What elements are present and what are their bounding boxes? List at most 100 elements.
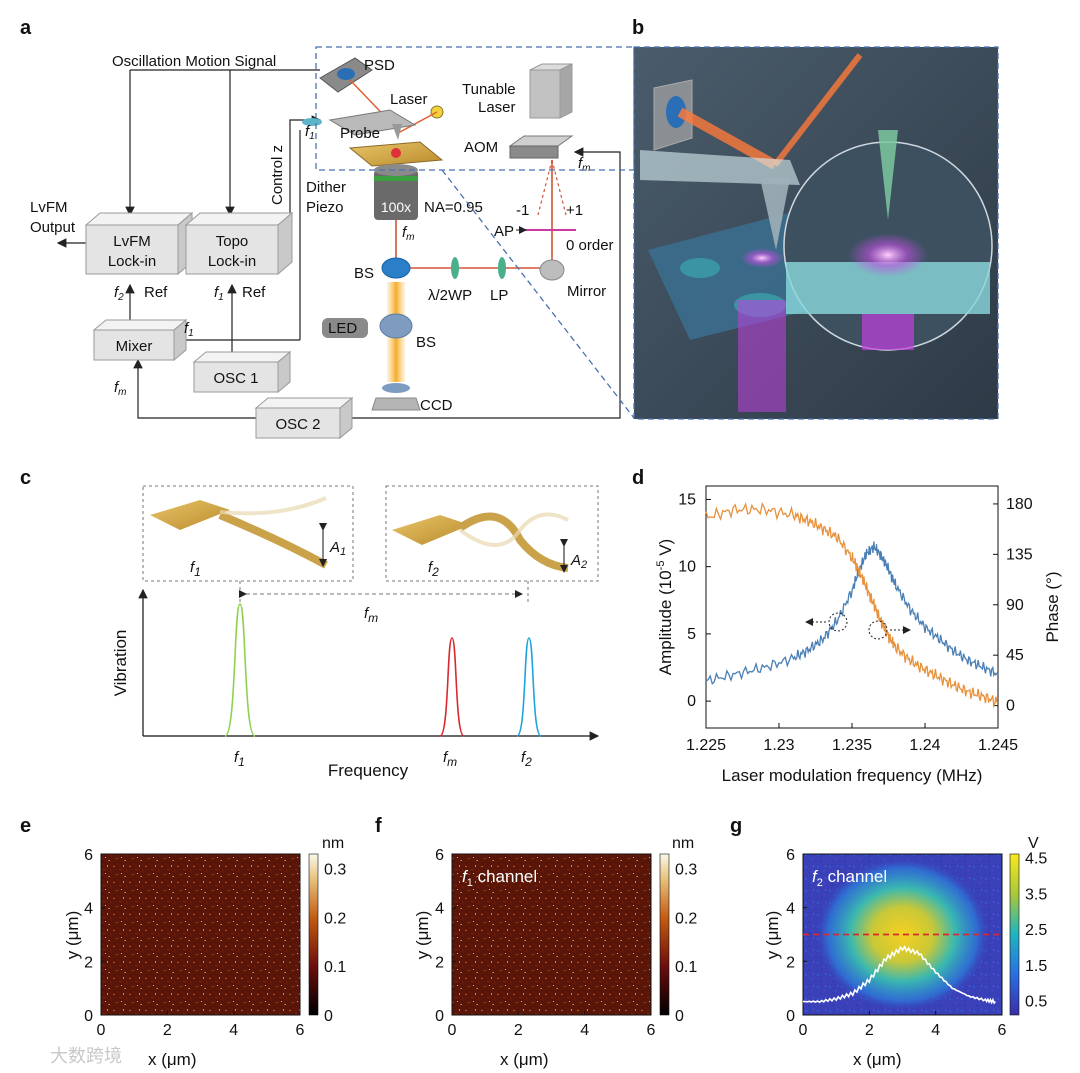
plot-d-frame bbox=[705, 485, 999, 729]
aom-label: AOM bbox=[464, 139, 498, 156]
f-ylabel: y (μm) bbox=[413, 911, 432, 960]
d-ytick-left-label: 15 bbox=[678, 491, 696, 508]
colorbar-tick-label: 0 bbox=[675, 1008, 684, 1025]
g-ylabel: y (μm) bbox=[763, 911, 782, 960]
polarizer-icon bbox=[498, 257, 506, 279]
ccd-label: CCD bbox=[420, 397, 453, 414]
xtick-label: 4 bbox=[229, 1022, 238, 1039]
xtick-label: 2 bbox=[865, 1022, 874, 1039]
panel-label-a: a bbox=[20, 17, 32, 39]
tip-render bbox=[760, 178, 790, 250]
lp-label: LP bbox=[490, 287, 508, 304]
ytick-label: 4 bbox=[786, 901, 795, 918]
amplitude-series-line bbox=[705, 541, 999, 686]
lvfm-output-label-2: Output bbox=[30, 219, 76, 236]
colorbar-tick-label: 2.5 bbox=[1025, 922, 1047, 939]
ytick-label: 0 bbox=[435, 1008, 444, 1025]
piezo-label: Piezo bbox=[306, 199, 344, 216]
colorbar-tick-label: 3.5 bbox=[1025, 886, 1047, 903]
ytick-label: 4 bbox=[84, 901, 93, 918]
fm-span-label: fm bbox=[364, 605, 378, 625]
colorbar-tick-label: 0.2 bbox=[675, 910, 697, 927]
cantilever-base-1 bbox=[150, 500, 230, 530]
intensity-profile bbox=[802, 945, 996, 1005]
watermark: 大数跨境 bbox=[50, 1046, 122, 1066]
colorbar-g bbox=[1009, 853, 1020, 1016]
fm-label-objective: fm bbox=[402, 224, 415, 243]
f1-mode-label: f1 bbox=[190, 559, 201, 579]
wire-osc2-mixer bbox=[133, 358, 258, 419]
phase-marker-circle bbox=[868, 620, 888, 640]
led-label: LED bbox=[328, 320, 357, 337]
frequency-axis-label: Frequency bbox=[328, 761, 409, 780]
osc1-label: OSC 1 bbox=[213, 370, 258, 387]
xtick-label: 4 bbox=[931, 1022, 940, 1039]
f1-tick-label: f1 bbox=[234, 749, 245, 769]
e-ylabel: y (μm) bbox=[63, 911, 82, 960]
objective-lens: 100x bbox=[374, 164, 418, 220]
f-channel-title: f1 channel bbox=[462, 867, 537, 889]
colorbar-f-unit: nm bbox=[672, 835, 694, 852]
xtick-label: 6 bbox=[296, 1022, 305, 1039]
colorbar-e bbox=[308, 853, 319, 1016]
heatmap-g-hotspot bbox=[814, 856, 991, 1013]
incident-laser-beam bbox=[772, 53, 863, 167]
reflected-laser-beam bbox=[677, 107, 778, 170]
d-xtick-label: 1.235 bbox=[832, 737, 872, 754]
psd-detector bbox=[319, 57, 373, 93]
minus1-label: -1 bbox=[516, 202, 529, 219]
d-ytick-right-label: 0 bbox=[1006, 698, 1015, 715]
panel-label-e: e bbox=[20, 815, 31, 837]
lvfm-lockin-label-2: Lock-in bbox=[108, 253, 156, 270]
zoom-beam bbox=[862, 314, 914, 350]
xtick-label: 0 bbox=[97, 1022, 106, 1039]
beamsplitter-1 bbox=[381, 257, 411, 279]
cantilever-1 bbox=[218, 511, 328, 569]
ytick-label: 6 bbox=[435, 847, 444, 864]
f1-label-mixer: f1 bbox=[184, 320, 194, 339]
colorbar-tick-label: 0.3 bbox=[675, 862, 697, 879]
colorbar-tick-label: 1.5 bbox=[1025, 958, 1047, 975]
psd-label: PSD bbox=[364, 57, 395, 74]
dither-piezo-icon bbox=[302, 118, 322, 126]
panel-b: b bbox=[632, 17, 999, 420]
bs-label-1: BS bbox=[354, 265, 374, 282]
ytick-label: 2 bbox=[435, 954, 444, 971]
cantilever-1-ghost bbox=[219, 496, 327, 516]
tunable-laser-label-2: Laser bbox=[478, 99, 516, 116]
cantilever-2 bbox=[457, 512, 569, 572]
colorbar-e-unit: nm bbox=[322, 835, 344, 852]
ccd-camera bbox=[371, 397, 421, 411]
xtick-label: 2 bbox=[514, 1022, 523, 1039]
lvfm-lockin-label: LvFM bbox=[113, 233, 151, 250]
panel-label-g: g bbox=[730, 815, 742, 837]
phase-series-line bbox=[705, 501, 998, 709]
peak-f2 bbox=[516, 637, 542, 737]
osc2-box: OSC 2 bbox=[254, 396, 354, 440]
dither-label: Dither bbox=[306, 179, 346, 196]
xtick-label: 2 bbox=[163, 1022, 172, 1039]
panel-label-b: b bbox=[632, 17, 644, 39]
waveplate-label: λ/2WP bbox=[428, 287, 472, 304]
colorbar-g-unit: V bbox=[1028, 835, 1039, 852]
tunable-laser-box bbox=[529, 63, 573, 119]
e-xlabel: x (μm) bbox=[148, 1050, 197, 1069]
panel-b-frame bbox=[633, 46, 999, 420]
cantilever-render bbox=[640, 150, 800, 185]
ref-label-lvfm: Ref bbox=[144, 284, 168, 301]
topo-lockin-box: Topo Lock-in bbox=[184, 211, 294, 276]
xtick-label: 6 bbox=[647, 1022, 656, 1039]
zoom-glow bbox=[848, 233, 928, 277]
vibration-axis-label: Vibration bbox=[111, 630, 130, 697]
cantilever-base-2 bbox=[392, 515, 470, 545]
colorbar-tick-label: 0 bbox=[324, 1008, 333, 1025]
d-ylabel-left: Amplitude (10-5 V) bbox=[655, 539, 675, 675]
ap-label: AP bbox=[494, 223, 514, 240]
ytick-label: 2 bbox=[84, 954, 93, 971]
lvfm-lockin-box: LvFM Lock-in bbox=[84, 211, 194, 276]
topo-lockin-label-2: Lock-in bbox=[208, 253, 256, 270]
mirror-label: Mirror bbox=[567, 283, 606, 300]
